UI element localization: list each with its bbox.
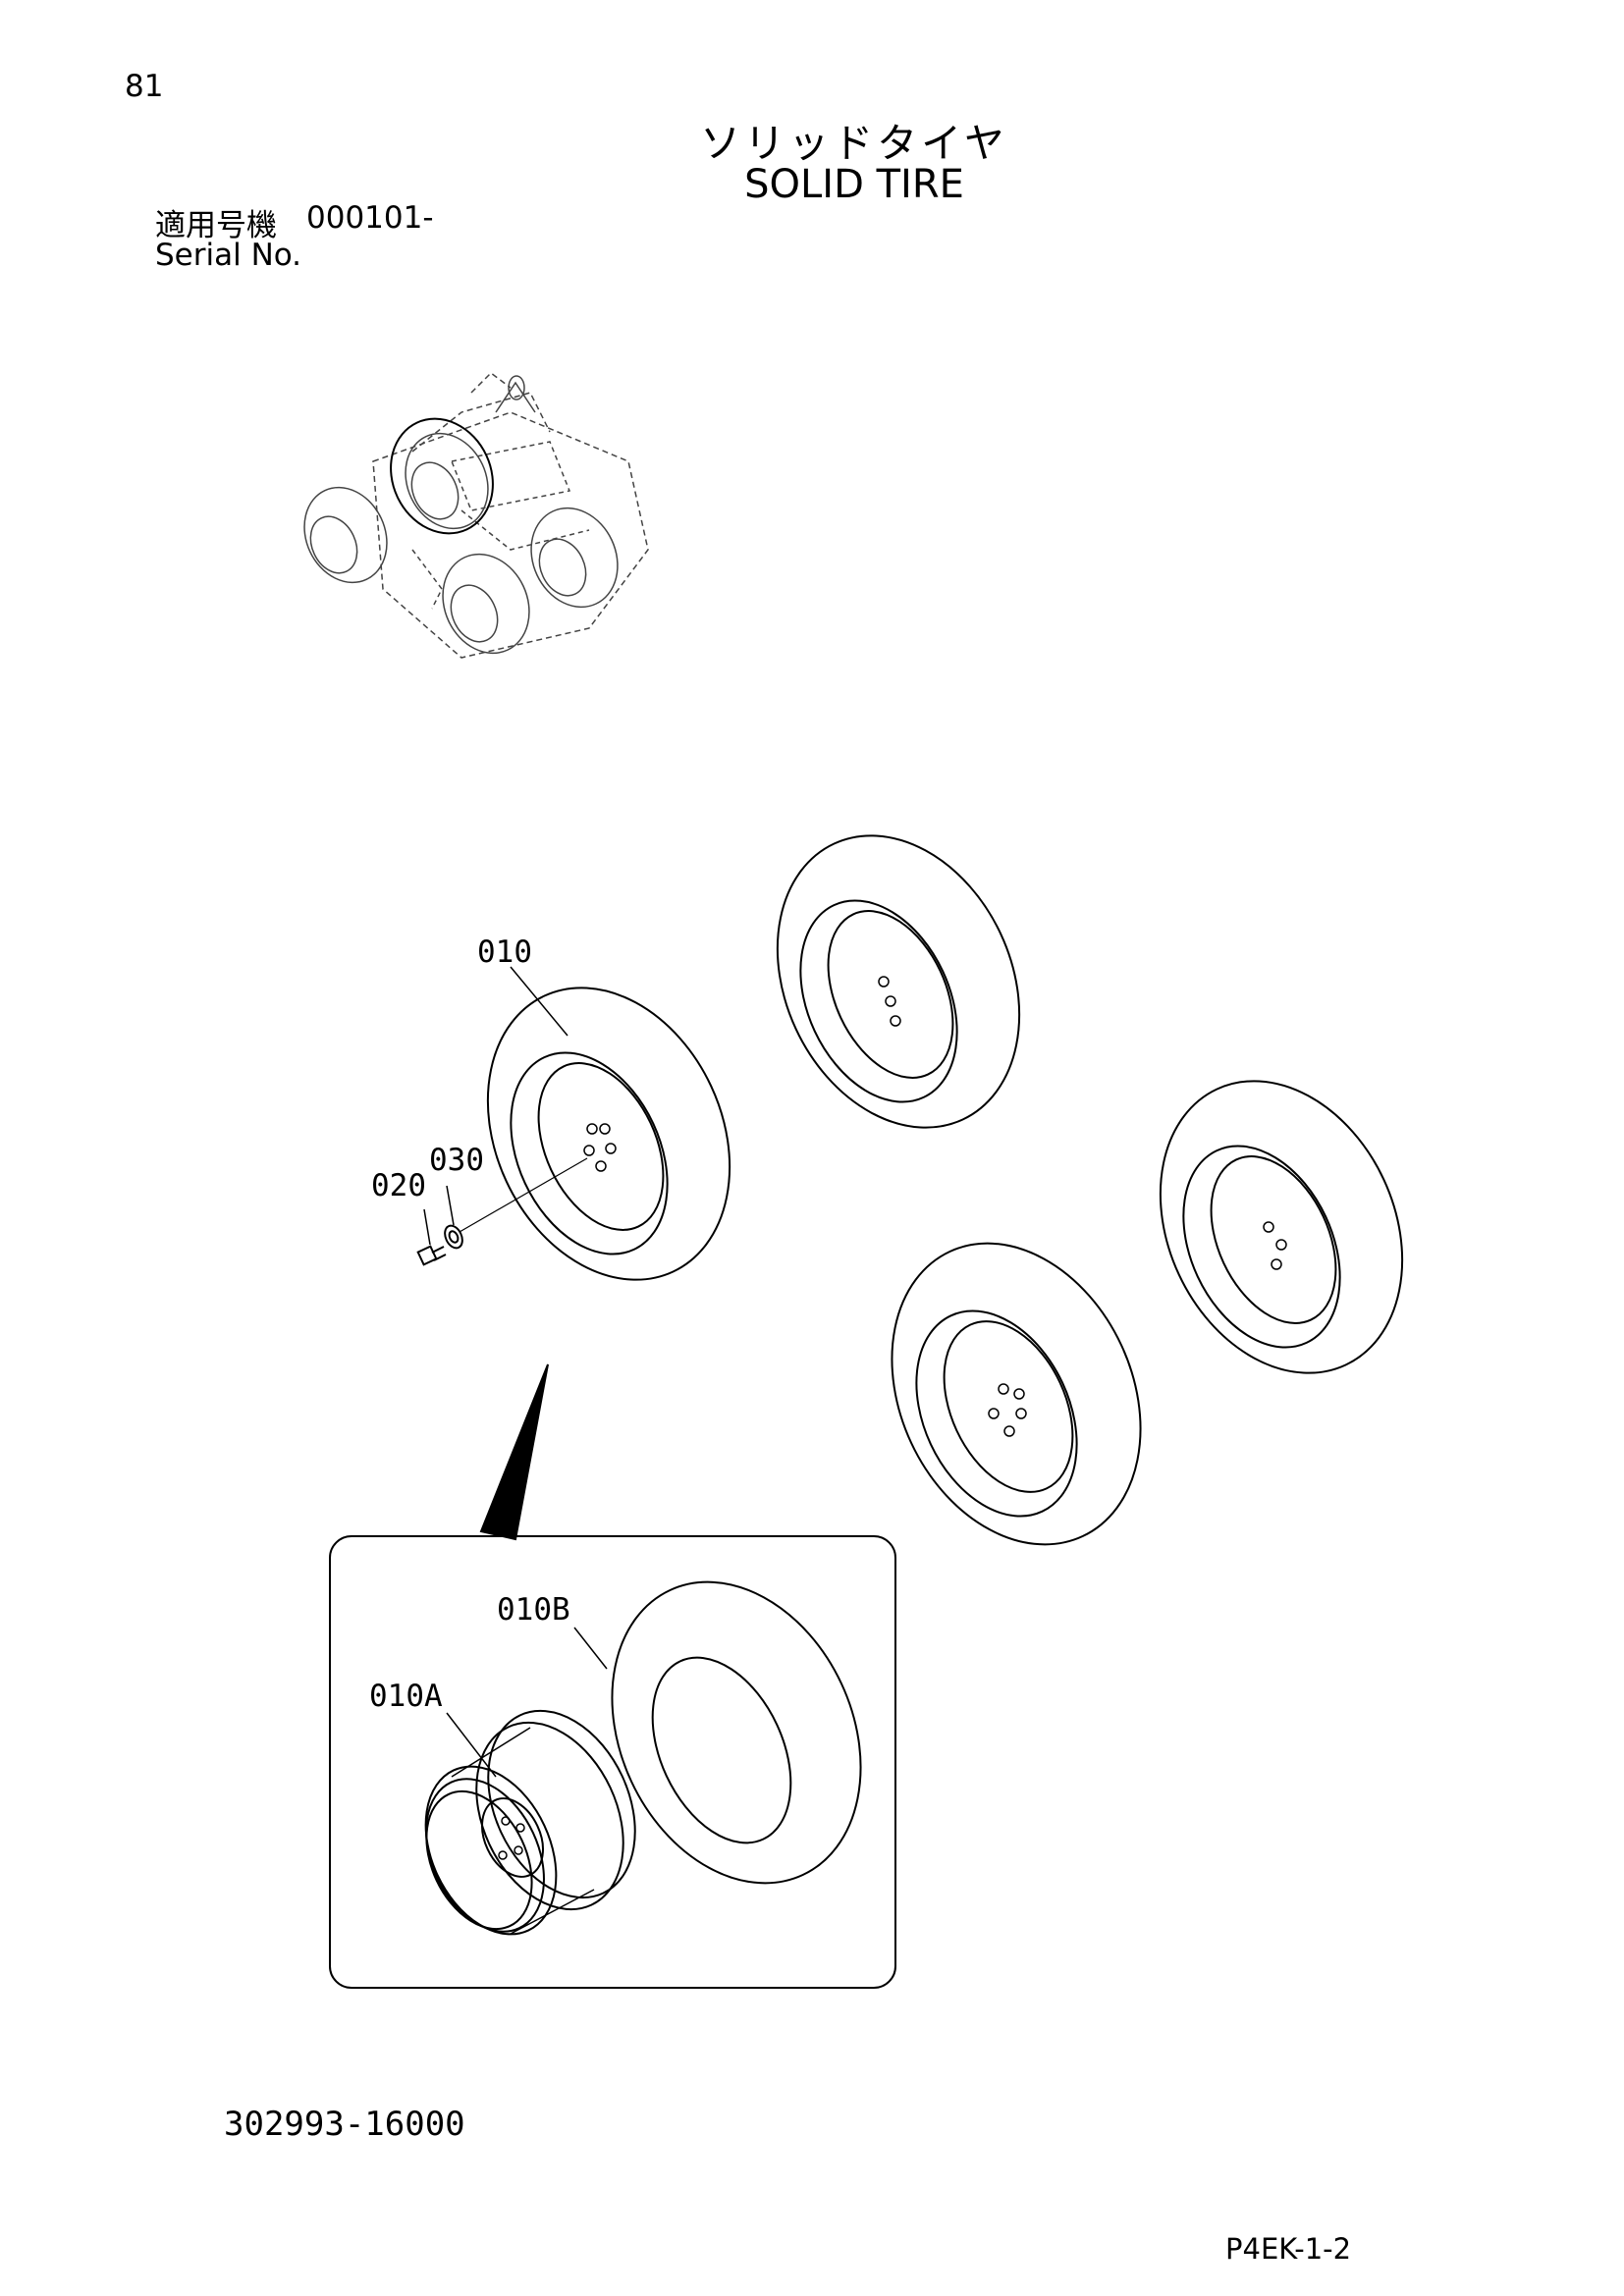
callout-010: 010 bbox=[477, 934, 532, 970]
tire-assembly-010 bbox=[416, 987, 731, 1281]
callout-030: 030 bbox=[429, 1143, 484, 1178]
callout-010b: 010B bbox=[497, 1592, 570, 1628]
page-title: SOLID TIRE bbox=[744, 162, 964, 207]
page-number: 81 bbox=[125, 69, 164, 104]
tire-front-right bbox=[1159, 1080, 1404, 1374]
callout-020: 020 bbox=[371, 1168, 426, 1203]
serial-label: Serial No. bbox=[155, 238, 302, 273]
callout-010a: 010A bbox=[369, 1679, 443, 1714]
washer-030 bbox=[444, 1224, 463, 1250]
serial-label-japanese: 適用号機 bbox=[155, 208, 277, 243]
tire-rear-left bbox=[776, 834, 1021, 1129]
solid-tire-010b bbox=[611, 1580, 862, 1885]
vehicle-overview-illustration bbox=[303, 372, 649, 659]
page-code: P4EK-1-2 bbox=[1225, 2232, 1352, 2266]
detail-inset-frame bbox=[329, 1535, 896, 1989]
tire-front-left bbox=[891, 1242, 1142, 1546]
hub-bolt-020 bbox=[416, 1245, 447, 1266]
serial-number-value: 000101- bbox=[306, 200, 434, 236]
detail-pointer bbox=[479, 1363, 549, 1541]
page-title-japanese: ソリッドタイヤ bbox=[700, 120, 1008, 167]
lug-bolt-pattern bbox=[583, 1123, 617, 1172]
drawing-number: 302993-16000 bbox=[224, 2105, 465, 2144]
wheel-rim-010a bbox=[424, 1709, 636, 1936]
